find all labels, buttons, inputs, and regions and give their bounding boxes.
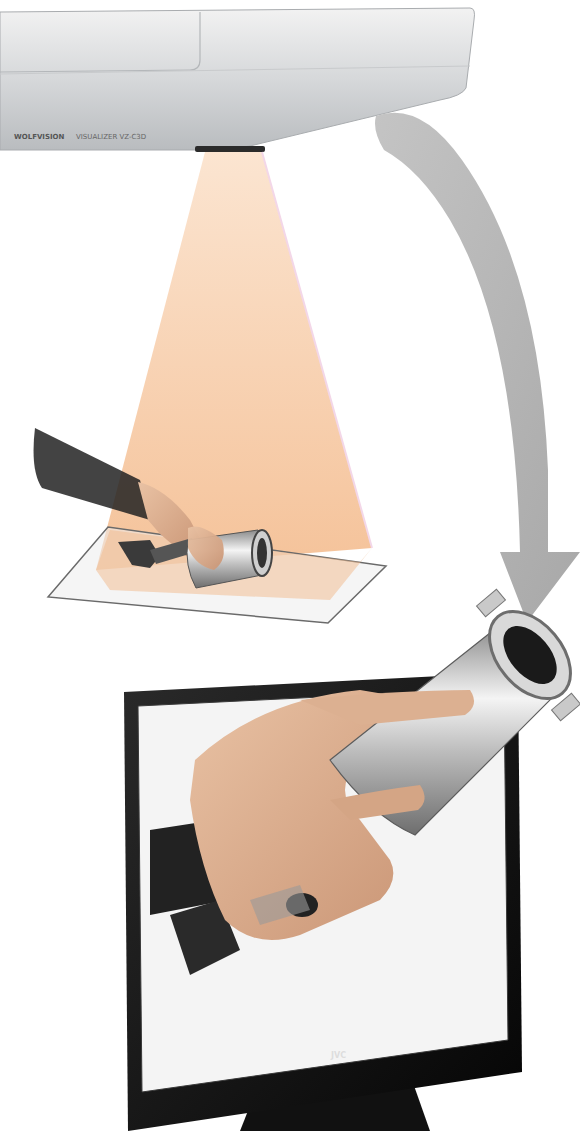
printed-label: WOLFVISION: [14, 134, 64, 141]
curved-arrow: [375, 113, 580, 622]
hand-with-object: [34, 428, 272, 588]
emerging-hand: [150, 589, 580, 975]
cone-edge: [262, 152, 372, 548]
glass-plate: [48, 527, 386, 623]
printed-label: VISUALIZER VZ-C3D: [76, 134, 146, 141]
lit-area: [96, 530, 372, 600]
printed-label: JVC: [331, 1052, 346, 1060]
